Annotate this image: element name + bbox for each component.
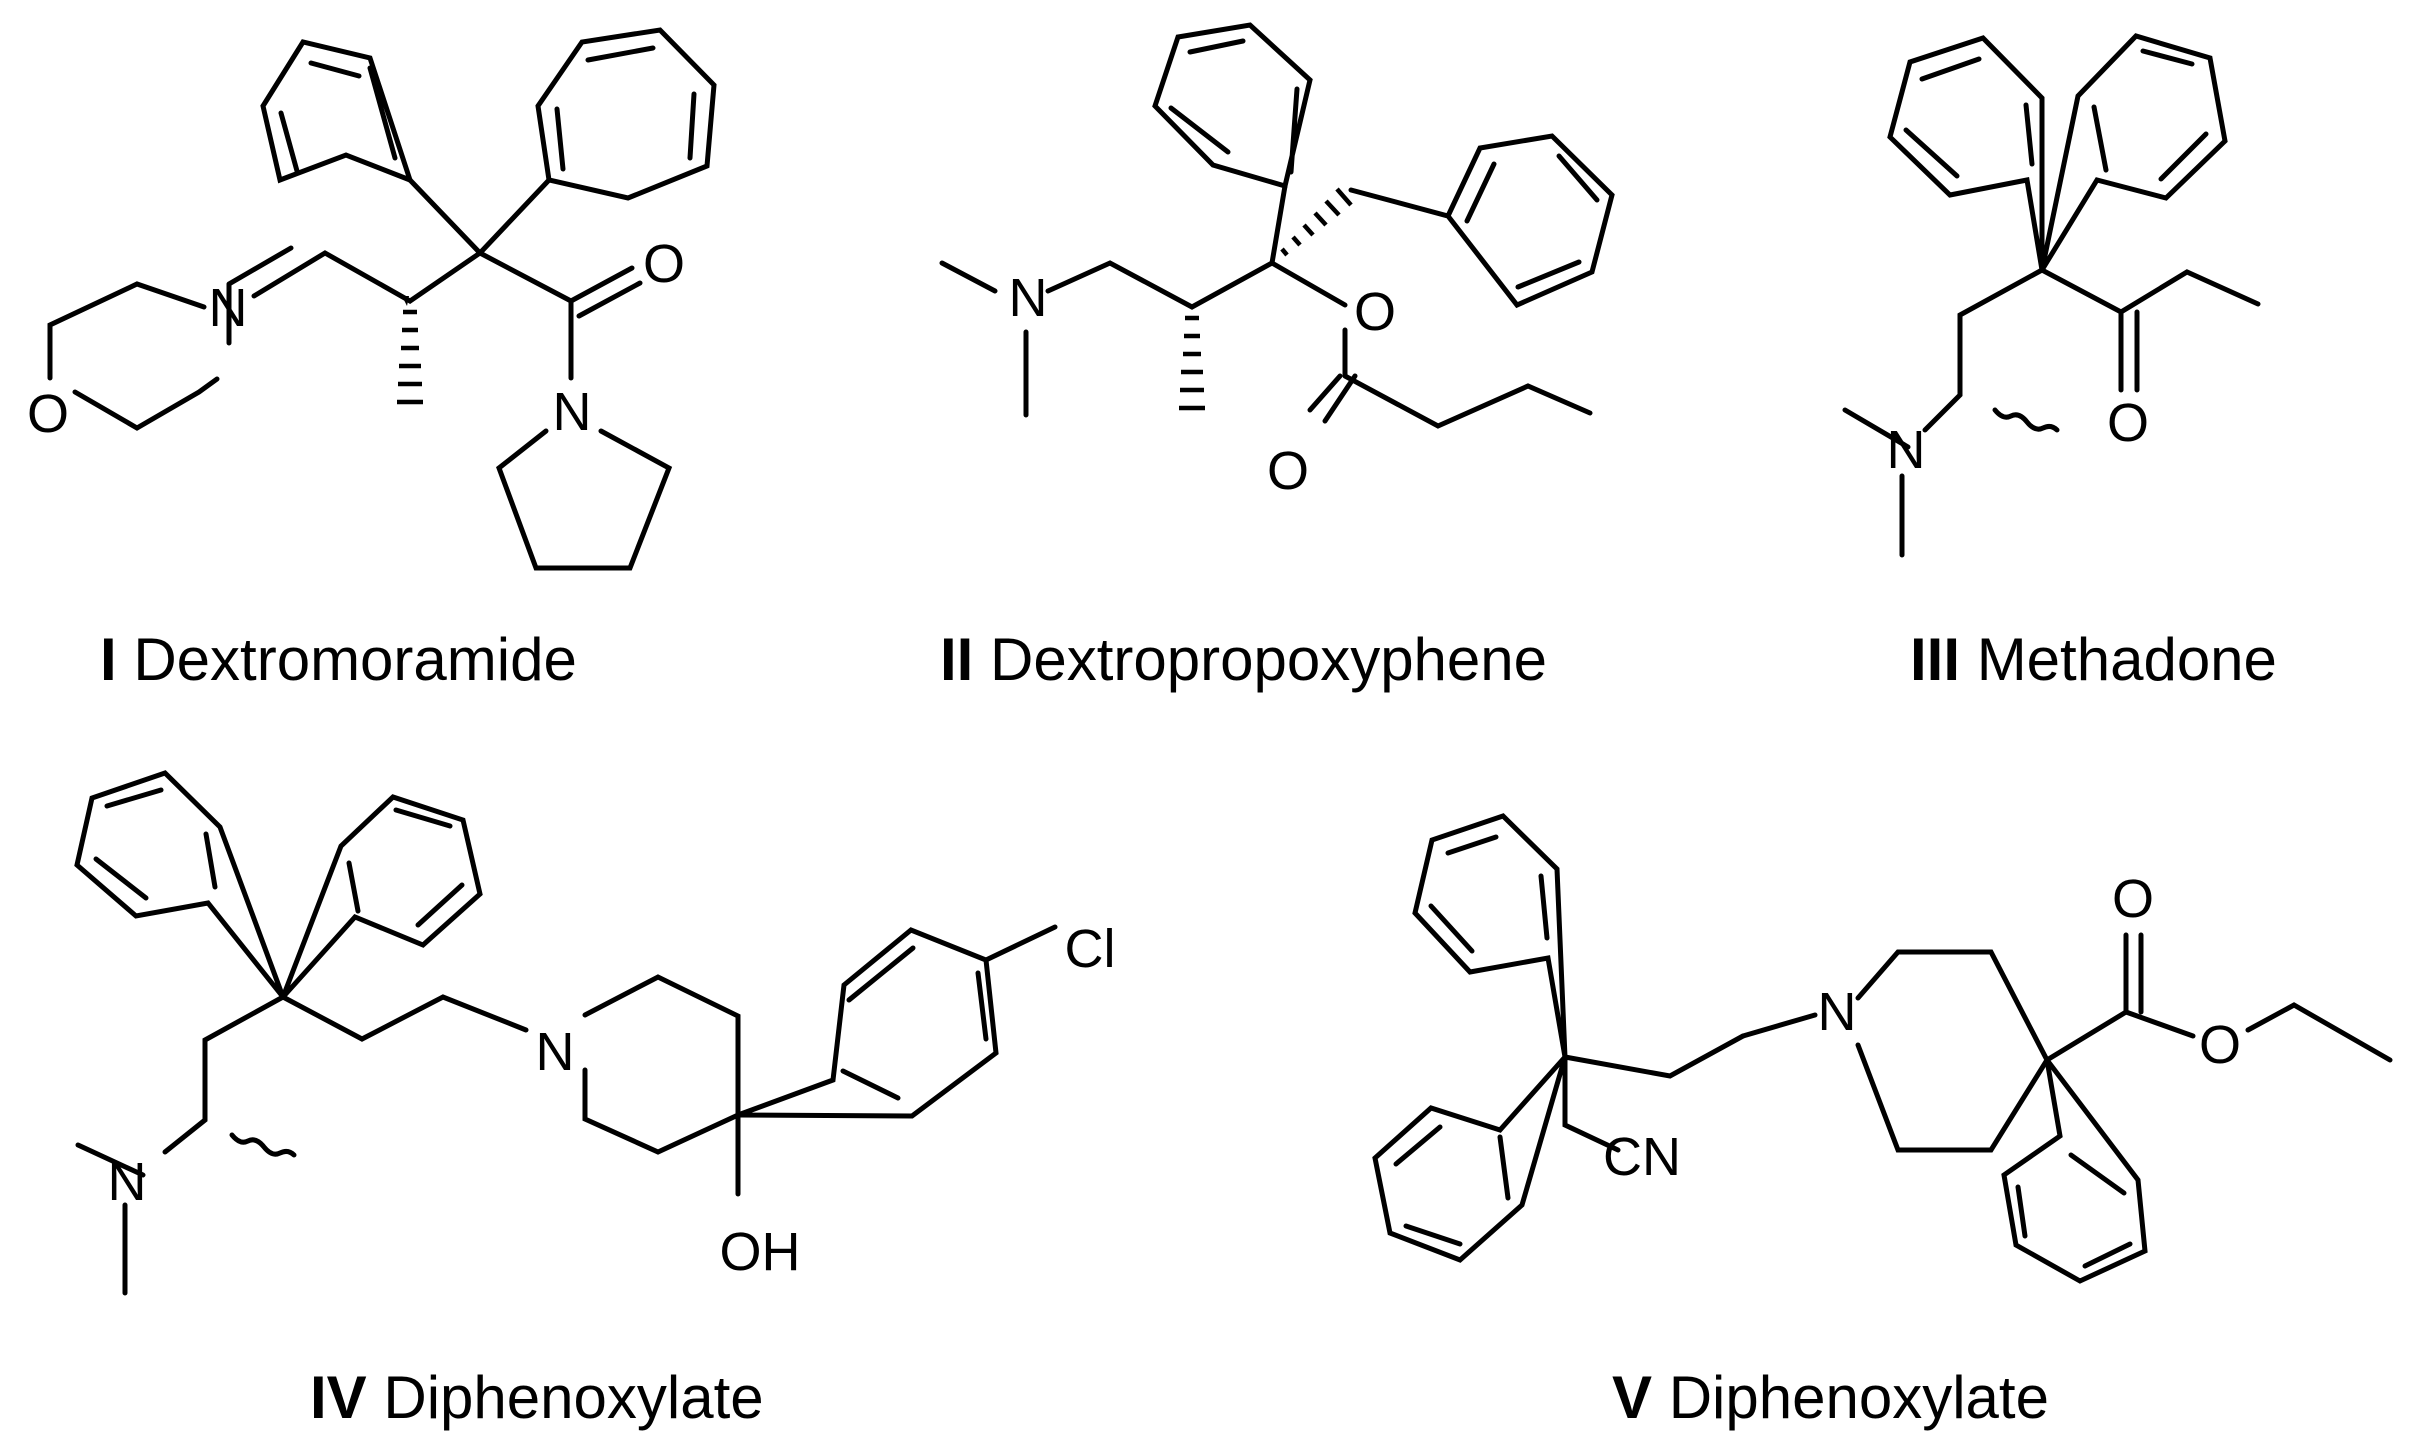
pyrrolidine-ring [496, 428, 673, 571]
atom-O-carbonyl: O [1267, 441, 1309, 501]
name-methadone: Methadone [1977, 626, 2277, 693]
atom-CN: CN [1603, 1127, 1681, 1187]
atom-O-ester: O [1354, 282, 1396, 342]
name-v-diphenoxylate: Diphenoxylate [1669, 1364, 2049, 1431]
backbone-bonds [1562, 1033, 1746, 1153]
ester-bonds [1269, 260, 1593, 429]
structure-dextromoramide: N O O N I Dextromoramide [27, 27, 717, 693]
ring-phenyl-2 [1372, 1055, 1568, 1263]
ring-phenyl-1 [1887, 35, 2045, 271]
caption-dextromoramide: I Dextromoramide [100, 626, 577, 693]
structure-methadone: O N III Methadone [1842, 33, 2277, 693]
backbone-bonds [251, 177, 574, 304]
atom-N-amine: N [1009, 268, 1048, 328]
name-iv-diphenoxylate: Diphenoxylate [383, 1364, 763, 1431]
morpholine-ring [47, 245, 294, 431]
atom-O-carbonyl: O [2112, 869, 2154, 929]
wavy-bond [1992, 407, 2060, 433]
ring-phenyl-3 [2001, 1058, 2148, 1284]
wedge-bond [402, 296, 409, 306]
caption-iv-diphenoxylate: IV Diphenoxylate [310, 1364, 764, 1431]
numeral-v: V [1612, 1364, 1652, 1431]
ring-chlorophenyl [737, 924, 1058, 1119]
name-dextropropoxyphene: Dextropropoxyphene [990, 626, 1547, 693]
backbone-bonds [75, 994, 529, 1296]
name-dextromoramide: Dextromoramide [133, 626, 576, 693]
wavy-bond [229, 1132, 297, 1158]
structure-v-diphenoxylate: O O N CN V Diphenoxylate [1372, 813, 2393, 1431]
atom-O-carbonyl: O [643, 234, 685, 294]
atom-N-pyrrolidine: N [553, 382, 592, 442]
piperidine-ring [582, 974, 741, 1155]
carbonyl-bond [568, 265, 643, 319]
hashed-bond [397, 309, 423, 405]
ring-phenyl-1 [1152, 22, 1313, 190]
ring-phenyl-2 [2039, 33, 2228, 272]
piperidine-ring [1855, 949, 2050, 1153]
structure-dextropropoxyphene: N O O II Dextropropoxyphene [939, 22, 1615, 693]
ester-bonds [1740, 932, 2393, 1063]
atom-O-morpholine: O [27, 384, 69, 444]
ring-phenyl-2 [535, 27, 717, 201]
ring-phenyl-2 [280, 794, 483, 999]
structure-iv-diphenoxylate: Cl N OH N IV Diphenoxylate [74, 770, 1116, 1431]
ring-phenyl-2 [1348, 133, 1615, 309]
numeral-iv: IV [310, 1364, 367, 1431]
hashed-bond-benzyl [1280, 187, 1353, 257]
hashed-bond-methyl [1179, 315, 1205, 411]
caption-methadone: III Methadone [1910, 626, 2277, 693]
caption-v-diphenoxylate: V Diphenoxylate [1612, 1364, 2049, 1431]
numeral-iii: III [1910, 626, 1960, 693]
ring-phenyl-1 [74, 770, 286, 999]
atom-N-piperidine: N [1818, 982, 1857, 1042]
atom-N-amine: N [1887, 420, 1926, 480]
numeral-ii: II [940, 626, 973, 693]
atom-N-piperidine: N [536, 1022, 575, 1082]
atom-N-amine: N [108, 1152, 147, 1212]
caption-dextropropoxyphene: II Dextropropoxyphene [940, 626, 1547, 693]
atom-O-ester: O [2199, 1015, 2241, 1075]
atom-N-morpholine: N [209, 278, 248, 338]
ring-phenyl-1 [1412, 813, 1568, 1058]
atom-OH: OH [720, 1222, 801, 1282]
numeral-i: I [100, 626, 117, 693]
backbone-bonds [1842, 267, 2261, 558]
ring-phenyl-1 [260, 39, 413, 184]
atom-Cl: Cl [1065, 919, 1116, 979]
amine-bonds [939, 183, 1288, 418]
atom-O-ketone: O [2107, 393, 2149, 453]
